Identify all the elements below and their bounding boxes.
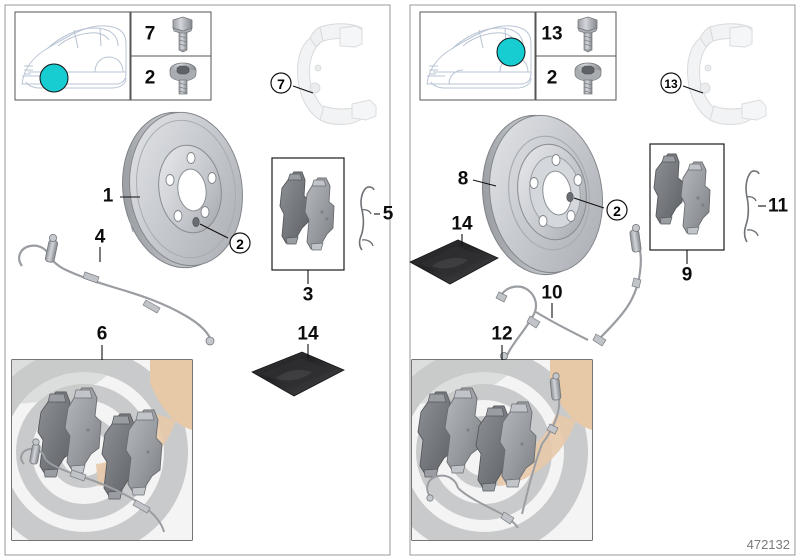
right-fastener-inset-2: 2 [535, 55, 617, 101]
location-highlight-rear-wheel [496, 37, 526, 67]
part-14-paste-sachet-left: 14 [251, 324, 345, 397]
label-text-14-left: 14 [297, 324, 319, 345]
part-14-paste-sachet-right: 14 [409, 214, 499, 285]
part-8-brake-disc-rear [481, 114, 604, 276]
part-11-retaining-spring-clip-rear: 11 [743, 170, 789, 243]
callout-label-13: 13 [664, 77, 678, 91]
box-6-artwork [12, 360, 192, 540]
part-6-value-line-pad-kit-front: 6 [11, 324, 193, 541]
part-3-brake-pad-set-front: 3 [271, 157, 345, 306]
diagram-id: 472132 [747, 537, 790, 552]
countersunk-allen-screw-icon [169, 62, 197, 95]
label-text-3: 3 [303, 285, 314, 306]
inset-label-13: 13 [541, 24, 562, 45]
part-4-wear-sensor-front: 4 [18, 227, 215, 346]
label-8: 8 [458, 169, 497, 190]
label-1: 1 [103, 186, 140, 207]
label-text-14-right: 14 [451, 214, 473, 235]
label-text-9: 9 [682, 265, 693, 286]
label-text-1: 1 [103, 186, 114, 207]
part-9-brake-pad-set-rear: 9 [649, 143, 725, 286]
callout-2-front: 2 [199, 223, 251, 254]
part-12-value-line-pad-kit-rear: 12 [411, 324, 593, 541]
location-highlight-front-wheel [39, 63, 69, 93]
callout-label-2-front: 2 [236, 236, 244, 252]
wheel-bolt-holes-rear [529, 154, 583, 227]
hex-flange-bolt-icon [577, 16, 598, 53]
car-outline-rear [426, 25, 532, 89]
callout-7: 7 [270, 72, 314, 94]
part-7-caliper-carrier-bracket [297, 23, 377, 125]
disc-screw-hole-rear [566, 191, 574, 202]
label-text-4: 4 [95, 227, 106, 248]
label-text-12: 12 [491, 324, 512, 345]
callout-circle-2-front [229, 232, 251, 254]
left-fastener-inset-7: 7 [130, 11, 212, 57]
wheel-bolt-holes [165, 152, 217, 222]
hex-flange-bolt-icon [172, 16, 193, 53]
part-13-caliper-carrier-bracket [687, 23, 767, 125]
part-5-retaining-spring-clip-front: 5 [358, 186, 394, 251]
pad-group-12 [417, 387, 537, 492]
inset-label-7: 7 [145, 24, 156, 45]
inset-label-2: 2 [145, 68, 156, 89]
callout-label-7: 7 [277, 76, 285, 92]
label-text-5: 5 [383, 204, 394, 225]
label-text-11: 11 [768, 196, 789, 217]
left-vehicle-location-inset [14, 11, 131, 101]
callout-2-rear: 2 [573, 197, 628, 221]
callout-label-2-rear: 2 [613, 203, 621, 219]
pad-group-6 [37, 387, 163, 500]
label-text-6: 6 [97, 324, 108, 345]
part-10-wear-sensor-rear: 10 [495, 223, 642, 360]
sensor-in-box-6 [20, 438, 165, 533]
callout-circle-2-rear [606, 199, 628, 221]
countersunk-allen-screw-icon [574, 62, 602, 95]
callout-circle-13 [660, 72, 682, 94]
right-vehicle-location-inset [419, 11, 536, 101]
pad-pair-rear [653, 153, 711, 235]
right-fastener-inset-13: 13 [535, 11, 617, 57]
callout-13: 13 [660, 72, 704, 94]
left-fastener-inset-2: 2 [130, 55, 212, 101]
inset-label-2-right: 2 [547, 68, 558, 89]
box-12-artwork [412, 360, 592, 540]
callout-circle-7 [270, 72, 292, 94]
sensor-connector [82, 271, 100, 284]
disc-screw-hole [192, 216, 200, 227]
sensor-in-box-12 [426, 372, 562, 529]
pad-pair-front [279, 171, 335, 251]
label-text-10: 10 [541, 283, 562, 304]
label-text-8: 8 [458, 169, 469, 190]
